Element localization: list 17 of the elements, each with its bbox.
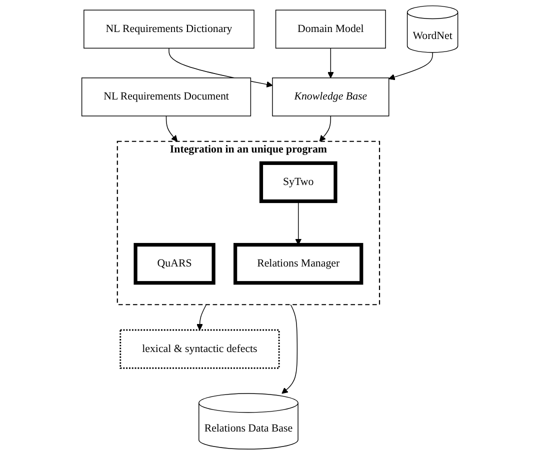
- arrow: [327, 48, 334, 78]
- node-box: [119, 329, 280, 369]
- arrow: [319, 116, 331, 142]
- node-box: [259, 161, 337, 204]
- node-box: [83, 10, 254, 49]
- arrow: [294, 200, 302, 246]
- arrow: [196, 304, 206, 330]
- arrow: [281, 304, 298, 394]
- node-box: [233, 242, 363, 285]
- cluster: [116, 140, 380, 306]
- node-box: [133, 242, 216, 285]
- node-box: [275, 10, 386, 49]
- flowchart-diagram: Integration in an unique program QuARS SyTwo Relations Manager NL Requirements Dictionary Domain Model WordNet NL Requirements Document Knowledge Base lexical & syntactic defects Relations Data Base: [76, 0, 464, 455]
- arrow: [166, 116, 178, 142]
- node-box: [81, 78, 251, 116]
- node-box: [272, 78, 389, 116]
- arrow: [388, 52, 433, 80]
